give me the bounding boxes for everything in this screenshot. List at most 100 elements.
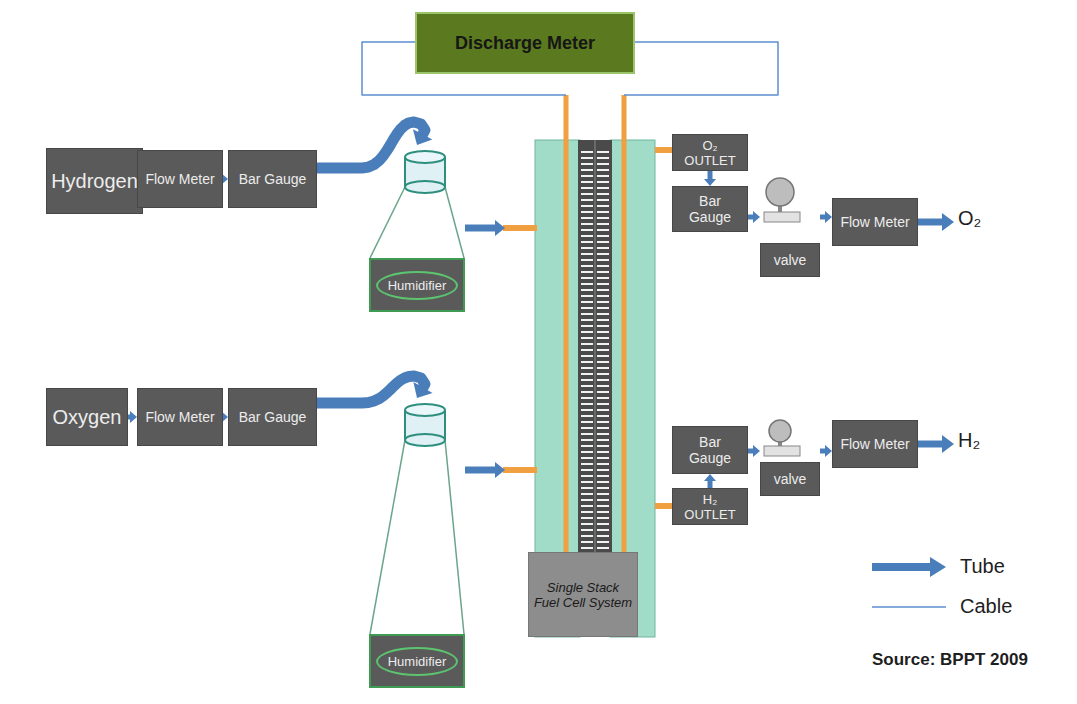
arrow-head bbox=[825, 445, 832, 457]
humidifier-cylinder-part bbox=[445, 187, 464, 258]
flow-meter-box: Flow Meter bbox=[832, 420, 918, 468]
legend-text: Cable bbox=[960, 595, 1012, 618]
flow-meter-box: Flow Meter bbox=[137, 388, 223, 446]
node-label: Hydrogen bbox=[51, 170, 138, 193]
gas-outlet-label: O₂ bbox=[958, 207, 981, 230]
valve-symbol-part bbox=[769, 420, 791, 442]
valve-symbol bbox=[764, 178, 800, 222]
outlet-box: H₂ OUTLET bbox=[672, 488, 748, 525]
node-label: O₂ OUTLET bbox=[677, 138, 743, 168]
node-label: Humidifier bbox=[376, 271, 459, 300]
gas-source-box: Hydrogen bbox=[46, 148, 143, 214]
node-label: Bar Gauge bbox=[239, 171, 307, 187]
node-label: Single Stack Fuel Cell System bbox=[533, 580, 633, 610]
source-note: Source: BPPT 2009 bbox=[872, 650, 1028, 670]
gas-port bbox=[503, 225, 537, 231]
valve-symbol-part bbox=[766, 178, 794, 206]
outlet-arrow-part bbox=[942, 213, 954, 231]
arrow-head bbox=[413, 382, 432, 398]
valve-label-box: valve bbox=[760, 462, 820, 496]
meter-box: Discharge Meter bbox=[415, 12, 635, 74]
connector bbox=[465, 462, 537, 478]
valve-box: valve bbox=[760, 176, 820, 277]
node-label: Bar Gauge bbox=[677, 434, 743, 466]
flow-meter-box: Flow Meter bbox=[137, 150, 223, 208]
legend-tube-sample-part bbox=[930, 557, 946, 577]
node-label: Oxygen bbox=[53, 406, 122, 429]
gas-port bbox=[655, 503, 672, 509]
gas-port bbox=[655, 147, 672, 153]
legend-text: Tube bbox=[960, 555, 1005, 578]
connector bbox=[465, 220, 537, 236]
humidifier-cylinder-part bbox=[405, 151, 445, 163]
connector bbox=[748, 211, 760, 223]
connector bbox=[317, 122, 432, 168]
humidifier-cylinder-part bbox=[370, 440, 405, 634]
legend-tube-sample bbox=[872, 557, 946, 577]
connector bbox=[748, 445, 760, 457]
humidifier-cylinder-part bbox=[404, 410, 406, 440]
node-label: Bar Gauge bbox=[239, 409, 307, 425]
node-label: valve bbox=[774, 471, 807, 487]
gauge-box: Bar Gauge bbox=[228, 388, 317, 446]
arrow-head bbox=[704, 179, 716, 186]
valve-symbol-part bbox=[764, 446, 800, 456]
connector bbox=[655, 506, 672, 507]
outlet-arrow bbox=[918, 213, 954, 231]
arrow-head bbox=[753, 211, 760, 223]
tube-line bbox=[317, 376, 425, 403]
tube-line bbox=[465, 467, 496, 474]
humidifier-panel: Humidifier bbox=[369, 634, 465, 688]
outlet-box: O₂ OUTLET bbox=[672, 134, 748, 171]
node-label: H₂ OUTLET bbox=[677, 492, 743, 522]
node-label: Flow Meter bbox=[145, 409, 214, 425]
tube-line bbox=[708, 171, 713, 180]
humidifier-cylinder bbox=[370, 151, 464, 258]
flow-meter-box: Flow Meter bbox=[832, 198, 918, 246]
node-label: valve bbox=[774, 252, 807, 268]
arrow-head bbox=[495, 462, 505, 478]
outlet-arrow-part bbox=[918, 219, 942, 226]
fuel-cell-stack-box: Single Stack Fuel Cell System bbox=[535, 95, 655, 637]
arrow-head bbox=[495, 220, 505, 236]
legend-cable-sample-part bbox=[872, 606, 946, 608]
humidifier-cylinder-part bbox=[405, 434, 445, 446]
outlet-arrow bbox=[918, 435, 954, 453]
node-label: Discharge Meter bbox=[455, 33, 595, 54]
arrow-head bbox=[753, 445, 760, 457]
connector bbox=[317, 376, 433, 403]
valve-box: valve bbox=[760, 420, 820, 496]
valve-symbol bbox=[764, 420, 800, 456]
connector bbox=[704, 171, 716, 186]
humidifier-cylinder-part bbox=[404, 157, 406, 187]
cable-line bbox=[624, 42, 778, 95]
connector bbox=[128, 411, 137, 423]
outlet-arrow-part bbox=[942, 435, 954, 453]
connector bbox=[820, 211, 832, 223]
humidifier-cylinder-part bbox=[444, 157, 446, 187]
connector bbox=[655, 150, 672, 151]
humidifier-cylinder-part bbox=[445, 440, 464, 634]
tube-line bbox=[708, 480, 713, 488]
arrow-head bbox=[413, 129, 432, 145]
humidifier-box: Humidifier bbox=[369, 398, 465, 688]
gas-port bbox=[503, 467, 537, 473]
arrow-head bbox=[704, 474, 716, 481]
valve-label-box: valve bbox=[760, 243, 820, 277]
arrow-head bbox=[130, 411, 137, 423]
node-label: Bar Gauge bbox=[677, 193, 743, 225]
humidifier-box: Humidifier bbox=[369, 145, 465, 312]
humidifier-cylinder-part bbox=[405, 181, 445, 193]
gas-source-box: Oxygen bbox=[46, 388, 128, 446]
legend-tube-sample-part bbox=[872, 563, 930, 571]
gauge-box: Bar Gauge bbox=[228, 150, 317, 208]
legend-cable-sample bbox=[872, 607, 946, 608]
connector bbox=[704, 474, 716, 488]
humidifier-cylinder-part bbox=[405, 404, 445, 416]
gauge-box: Bar Gauge bbox=[672, 186, 748, 232]
node-label: Flow Meter bbox=[840, 214, 909, 230]
valve-symbol-part bbox=[764, 212, 800, 222]
node-label: Flow Meter bbox=[840, 436, 909, 452]
gauge-box: Bar Gauge bbox=[672, 426, 748, 474]
